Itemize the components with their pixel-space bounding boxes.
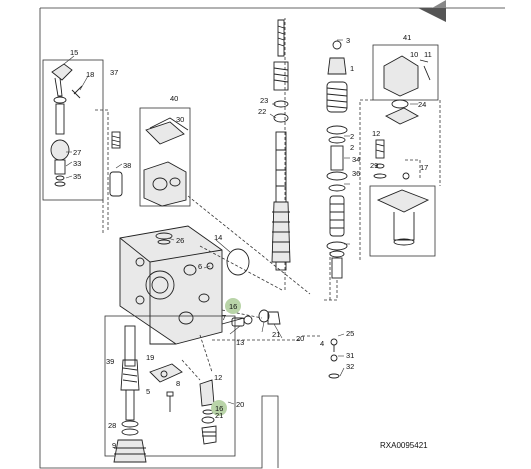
callout-39: 39 — [106, 357, 114, 366]
callout-20-upper: 20 — [296, 334, 304, 343]
callout-6: 6 — [198, 262, 202, 271]
highlight-16-lower — [211, 400, 227, 416]
callout-24: 24 — [418, 100, 426, 109]
callout-10: 10 — [410, 50, 418, 59]
callout-29: 29 — [370, 161, 378, 170]
callout-19: 19 — [146, 353, 154, 362]
callout-41: 41 — [403, 33, 411, 42]
callout-11: 11 — [424, 50, 432, 59]
lower-box-39 — [104, 315, 236, 457]
leader-lines — [63, 39, 418, 405]
callout-1: 1 — [350, 64, 354, 73]
highlight-16-upper — [225, 298, 241, 314]
callout-9: 9 — [112, 441, 116, 450]
reference-code: RXA0095421 — [380, 441, 428, 450]
callout-40: 40 — [170, 94, 178, 103]
callout-35: 35 — [73, 172, 81, 181]
callout-38: 38 — [123, 161, 131, 170]
callout-21-lower: 21 — [215, 411, 223, 420]
callout-2-b: 2 — [350, 143, 354, 152]
callout-8: 8 — [176, 379, 180, 388]
subassembly-box-41 — [372, 44, 439, 101]
callout-21-upper: 21 — [272, 330, 280, 339]
callout-31: 31 — [346, 351, 354, 360]
callout-26: 26 — [176, 236, 184, 245]
callout-15: 15 — [70, 48, 78, 57]
callout-18: 18 — [86, 70, 94, 79]
callout-17: 17 — [420, 163, 428, 172]
callout-28: 28 — [108, 421, 116, 430]
callout-14: 14 — [214, 233, 222, 242]
callout-labels: 15 18 37 27 33 35 40 30 38 26 14 6 16 7 … — [70, 33, 432, 450]
callout-33: 33 — [73, 159, 81, 168]
callout-12-right: 12 — [372, 129, 380, 138]
callout-25: 25 — [346, 329, 354, 338]
callout-7: 7 — [222, 313, 226, 322]
callout-16-upper: 16 — [229, 302, 237, 311]
callout-16-lower: 16 — [215, 404, 223, 413]
callout-2-a: 2 — [350, 132, 354, 141]
callout-23: 23 — [260, 96, 268, 105]
callout-22: 22 — [258, 107, 266, 116]
callout-5: 5 — [146, 387, 150, 396]
callout-13: 13 — [236, 338, 244, 347]
o-ring-14 — [226, 248, 250, 276]
callout-4: 4 — [320, 339, 324, 348]
valve-body — [119, 225, 223, 345]
callout-30: 30 — [176, 115, 184, 124]
callout-32: 32 — [346, 362, 354, 371]
callout-20-lower: 20 — [236, 400, 244, 409]
callout-3: 3 — [346, 36, 350, 45]
corner-marker-icon — [418, 8, 446, 22]
subassembly-box-37 — [42, 59, 104, 201]
callout-12-lower: 12 — [214, 373, 222, 382]
callout-37: 37 — [110, 68, 118, 77]
callout-34: 34 — [352, 155, 360, 164]
callout-27: 27 — [73, 148, 81, 157]
subassembly-box-40 — [139, 107, 191, 207]
callout-36: 36 — [352, 169, 360, 178]
subassembly-box-17 — [369, 185, 436, 257]
